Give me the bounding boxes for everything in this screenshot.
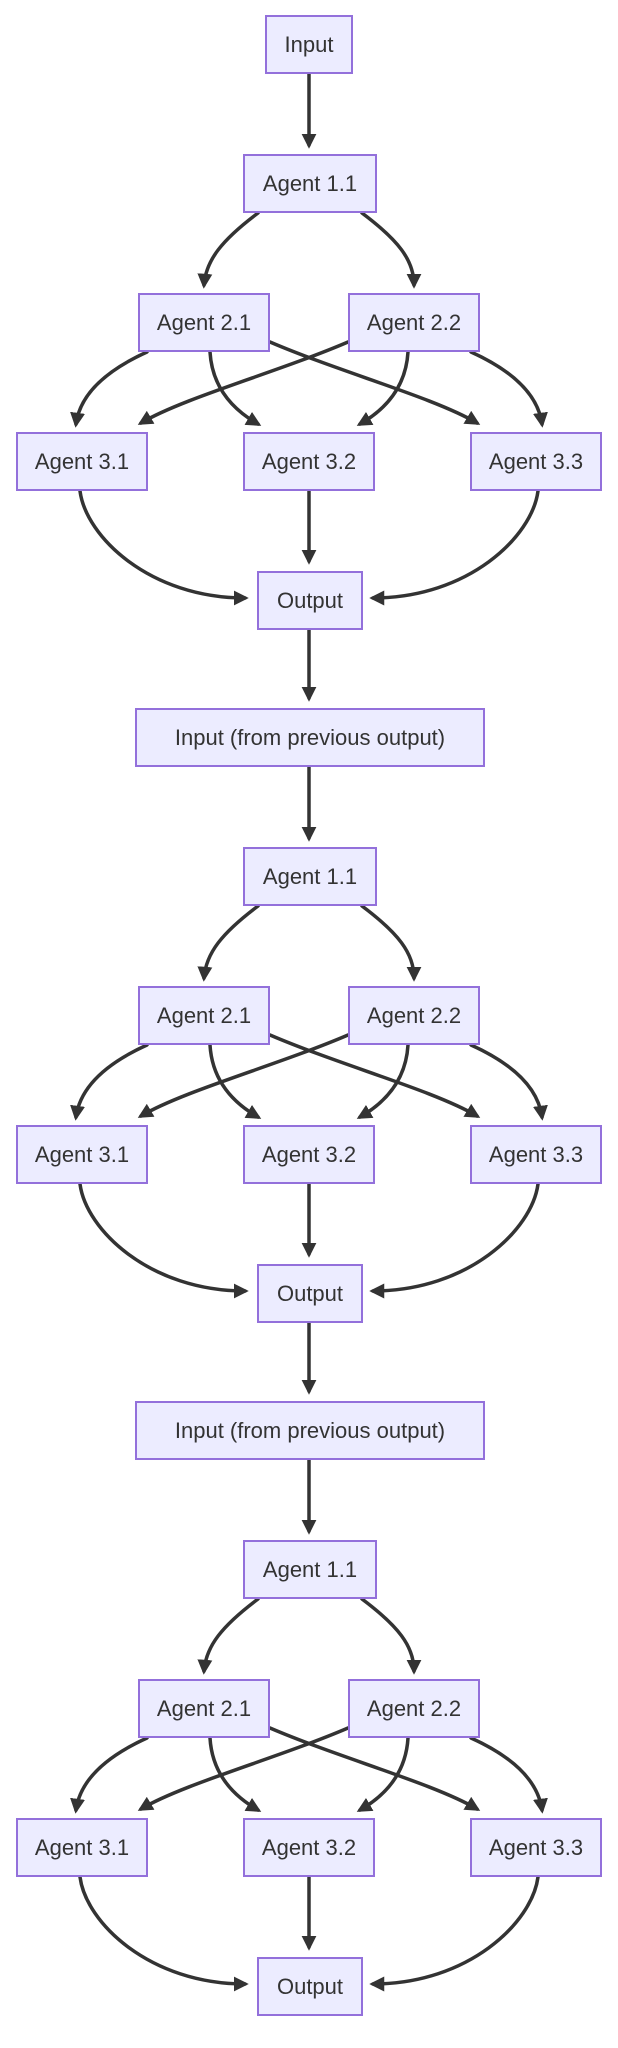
edge-a21-a33-block2	[268, 1033, 481, 1118]
edge-a21-a33-block1	[268, 340, 481, 425]
edge-a11-a22-block3	[360, 1597, 422, 1675]
edge-a31-output-block1	[78, 489, 249, 606]
node-input-block1: Input	[265, 15, 353, 74]
edge-a22-a33-block3	[469, 1736, 548, 1814]
node-a32-block1: Agent 3.2	[243, 432, 375, 491]
edge-a11-a22-block1	[360, 211, 422, 289]
edge-a11-a21-block1	[197, 211, 260, 289]
node-a22-block3: Agent 2.2	[348, 1679, 480, 1738]
node-a32-block3: Agent 3.2	[243, 1818, 375, 1877]
edge-a21-a32-block3	[208, 1736, 262, 1812]
node-a31-block1: Agent 3.1	[16, 432, 148, 491]
node-a33-block2: Agent 3.3	[470, 1125, 602, 1184]
edge-a21-a32-block1	[208, 350, 262, 426]
node-a11-block2: Agent 1.1	[243, 847, 377, 906]
node-output-block2: Output	[257, 1264, 363, 1323]
edge-a11-a22-block2	[360, 904, 422, 982]
edge-a22-a31-block2	[137, 1033, 350, 1118]
node-a21-block1: Agent 2.1	[138, 293, 270, 352]
edge-a22-a31-block1	[137, 340, 350, 425]
edge-a31-output-block2	[78, 1182, 249, 1299]
node-a22-block1: Agent 2.2	[348, 293, 480, 352]
node-a32-block2: Agent 3.2	[243, 1125, 375, 1184]
node-input-block2: Input (from previous output)	[135, 708, 485, 767]
edge-a22-a32-block3	[356, 1736, 410, 1812]
node-a22-block2: Agent 2.2	[348, 986, 480, 1045]
edge-a21-a31-block3	[70, 1736, 149, 1814]
edge-a22-a32-block1	[356, 350, 410, 426]
node-a33-block3: Agent 3.3	[470, 1818, 602, 1877]
edge-a21-a33-block3	[268, 1726, 481, 1811]
node-a21-block2: Agent 2.1	[138, 986, 270, 1045]
edge-a33-output-block1	[369, 489, 540, 606]
edge-a21-a32-block2	[208, 1043, 262, 1119]
node-output-block1: Output	[257, 571, 363, 630]
edge-a22-a33-block2	[469, 1043, 548, 1121]
node-input-block3: Input (from previous output)	[135, 1401, 485, 1460]
node-a21-block3: Agent 2.1	[138, 1679, 270, 1738]
node-a11-block3: Agent 1.1	[243, 1540, 377, 1599]
edge-a22-a31-block3	[137, 1726, 350, 1811]
node-a11-block1: Agent 1.1	[243, 154, 377, 213]
edge-a33-output-block2	[369, 1182, 540, 1299]
edge-a22-a33-block1	[469, 350, 548, 428]
node-output-block3: Output	[257, 1957, 363, 2016]
node-a31-block2: Agent 3.1	[16, 1125, 148, 1184]
node-a33-block1: Agent 3.3	[470, 432, 602, 491]
edge-a11-a21-block2	[197, 904, 260, 982]
edge-a21-a31-block2	[70, 1043, 149, 1121]
edge-a21-a31-block1	[70, 350, 149, 428]
node-a31-block3: Agent 3.1	[16, 1818, 148, 1877]
edge-a11-a21-block3	[197, 1597, 260, 1675]
edge-a31-output-block3	[78, 1875, 249, 1992]
edge-a33-output-block3	[369, 1875, 540, 1992]
edge-a22-a32-block2	[356, 1043, 410, 1119]
